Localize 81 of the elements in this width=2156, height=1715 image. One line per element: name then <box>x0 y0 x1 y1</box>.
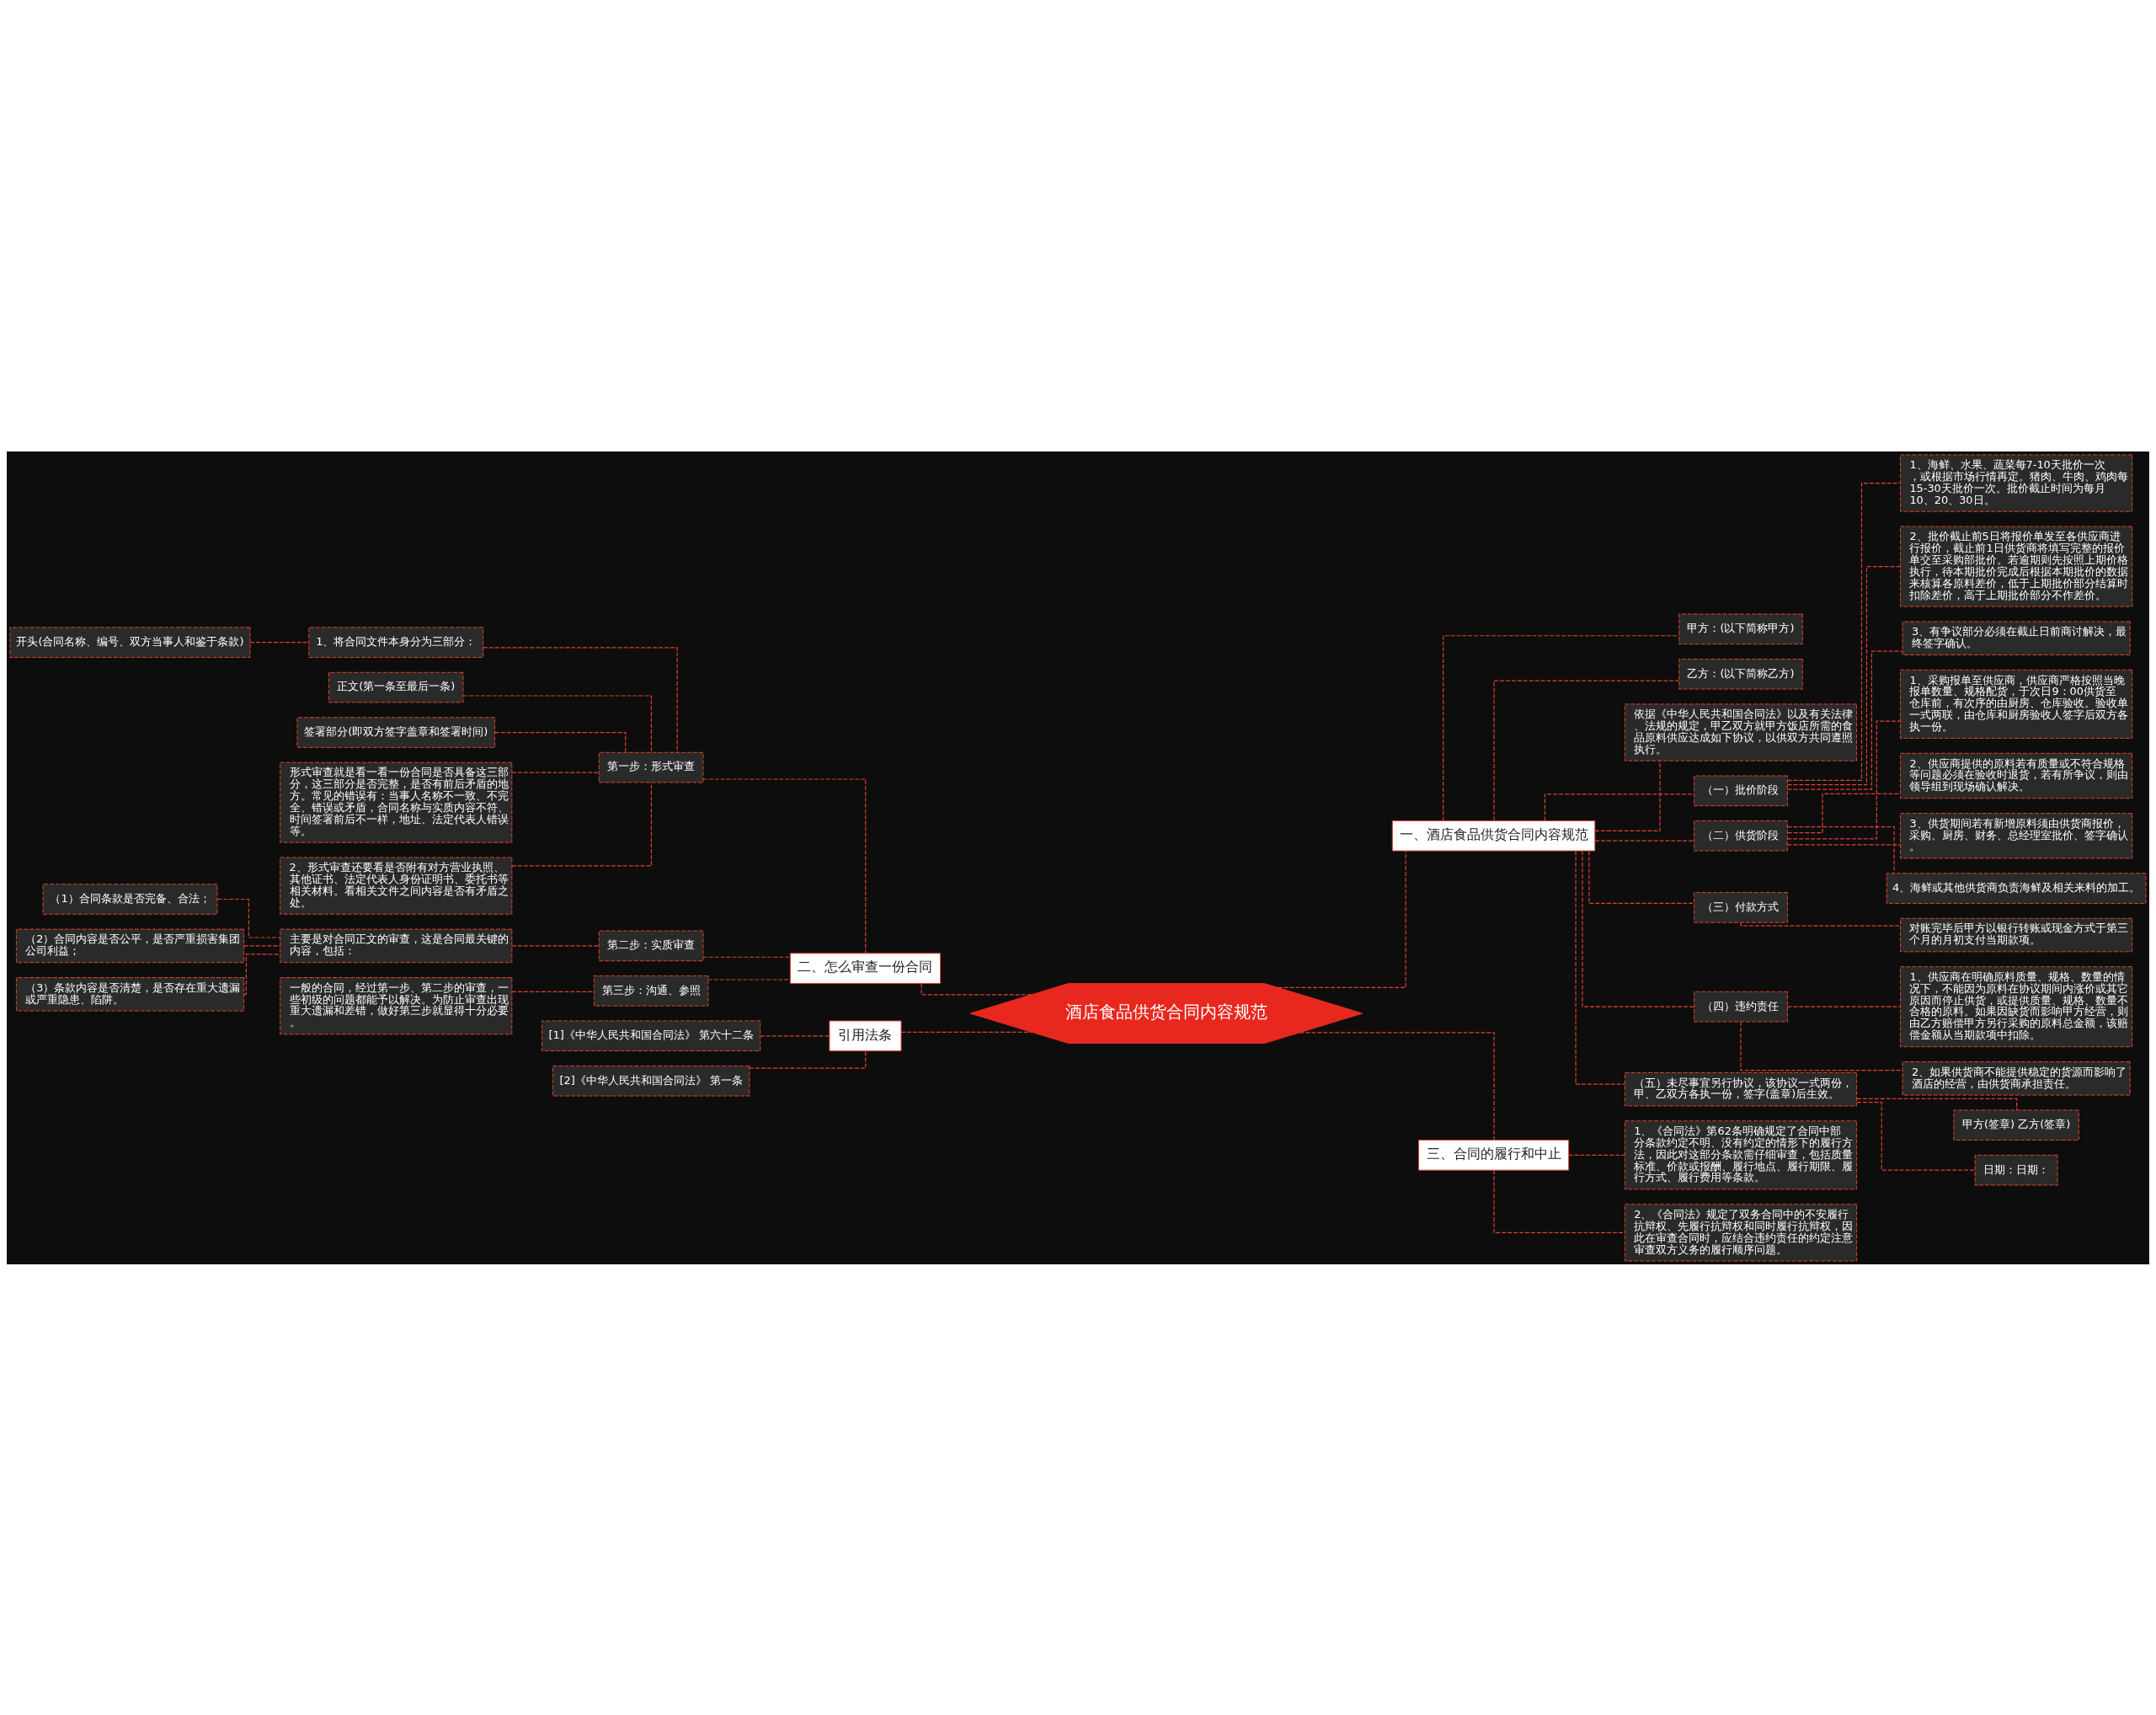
node-box: 1、将合同文件本身分为三部分： <box>308 626 484 658</box>
node-box: （1）合同条款是否完备、合法； <box>42 883 218 915</box>
connector <box>900 1031 1033 1033</box>
connector <box>1588 850 1695 904</box>
connector <box>702 777 867 954</box>
node-box: 2、如果供货商不能提供稳定的货源而影响了酒店的经营，由供货商承担责任。 <box>1902 1061 2131 1096</box>
node-box: 开头(合同名称、编号、双方当事人和鉴于条款) <box>9 626 251 658</box>
node-box: 引用法条 <box>829 1020 902 1051</box>
node-box: （2）合同内容是否公平，是否严重损害集团公司利益； <box>15 928 245 963</box>
connector <box>243 953 280 995</box>
node-box: 2、供应商提供的原料若有质量或不符合规格等问题必须在验收时退货，若有所争议，则由领导组到现场确认解决。 <box>1900 752 2133 799</box>
node-box: 日期：日期： <box>1974 1154 2058 1185</box>
connector <box>494 731 627 753</box>
connector <box>749 1050 867 1069</box>
connector <box>216 898 281 938</box>
connector <box>1299 1031 1495 1141</box>
connector <box>760 1034 830 1036</box>
node-box: （一）批价阶段 <box>1694 775 1788 806</box>
connector <box>1786 482 1901 781</box>
connector <box>483 646 678 753</box>
node-box: 2、批价截止前5日将报价单发至各供应商进行报价，截止前1日供货商将填写完整的报价单交至采购部批价。若逾期则先按照上期价格执行，待本期批价完成后根据本期批价的数据来核算各原料差价，低于上期批价部分结算时扣除差价，高于上期批价部分不作差价。 <box>1900 526 2133 607</box>
connector <box>1856 1101 1976 1171</box>
connector <box>1493 1169 1625 1233</box>
node-box: 3、供货期间若有新增原料须由供货商报价，采购、厨房、财务、总经理室批价、签字确认。 <box>1900 812 2133 858</box>
connector <box>1594 840 1694 841</box>
node-box: 签署部分(即双方签字盖章和签署时间) <box>296 716 496 748</box>
node-box: 主要是对合同正文的审查，这是合同最关键的内容，包括： <box>280 928 513 963</box>
node-box: 二、怎么审查一份合同 <box>789 952 942 984</box>
node-box: 1、《合同法》第62条明确规定了合同中部分条款约定不明、没有约定的情形下的履行方法，因此对这部分条款需仔细审查，包括质量标准、价款或报酬、履行地点、履行期限、履行方式、履行费用等条款。 <box>1624 1119 1858 1189</box>
node-box: 第一步：形式审查 <box>598 751 704 783</box>
node-box: 2、《合同法》规定了双务合同中的不安履行抗辩权、先履行抗辩权和同时履行抗辩权，因此在审查合同时，应结合违约责任的约定注意审查双方义务的履行顺序问题。 <box>1624 1203 1858 1262</box>
node-box: 1、采购报单至供应商，供应商严格按照当晚报单数量、规格配货，于次日9：00供货至仓库前，有次序的由厨房、仓库验收。验收单一式两联，由仓库和厨房验收人签字后双方各执一份。 <box>1900 669 2133 739</box>
node-box: （三）付款方式 <box>1694 891 1788 923</box>
node-box: 4、海鲜或其他供货商负责海鲜及相关来料的加工。 <box>1886 872 2147 904</box>
connector <box>1786 1006 1902 1007</box>
connector <box>1786 720 1902 839</box>
node-box: 一般的合同，经过第一步、第二步的审查，一些初级的问题都能予以解决。为防止审查出现重大遗漏和差错，做好第三步就显得十分必要。 <box>280 976 513 1034</box>
node-box: 依据《中华人民共和国合同法》以及有关法律、法规的规定，甲乙双方就甲方饭店所需的食品原料供应达成如下协议，以供双方共同遵照执行。 <box>1624 703 1858 761</box>
connector <box>511 771 600 773</box>
connector <box>511 782 652 866</box>
connector <box>707 978 791 980</box>
connector <box>462 694 652 753</box>
connector <box>511 944 600 946</box>
connector <box>1594 760 1661 831</box>
node-box: 乙方：(以下简称乙方) <box>1678 658 1803 690</box>
connector <box>1787 650 1903 790</box>
node-box: 三、合同的履行和中止 <box>1417 1139 1570 1171</box>
node-box: 第三步：沟通、参照 <box>593 975 709 1007</box>
node-box: 1、供应商在明确原料质量、规格、数量的情况下，不能因为原料在协议期间内涨价或其它原因而停止供货，或提供质量、规格、数量不合格的原料。如果因缺货而影响甲方经营，则由乙方赔偿甲方另行采购的原料总金额，该赔偿金额从当期款项中扣除。 <box>1900 965 2133 1047</box>
node-box: 2、形式审查还要看是否附有对方营业执照、其他证书、法定代表人身份证明书、委托书等相关材料。看相关文件之间内容是否有矛盾之处。 <box>280 857 513 915</box>
node-box: 对账完毕后甲方以银行转账或现金方式于第三个月的月初支付当期款项。 <box>1900 917 2133 952</box>
node-box: 甲方：(以下简称甲方) <box>1678 613 1803 644</box>
connector <box>1575 850 1625 1085</box>
connector <box>1740 922 1901 927</box>
node-box: 形式审查就是看一看一份合同是否具备这三部分，这三部分是否完整，是否有前后矛盾的地方。常见的错误有：当事人名称不一致、不完全、错误或矛盾，合同名称与实质内容不符、时间签署前后不一样，地址、法定代表人错误等。 <box>280 761 513 843</box>
node-box: 1、海鲜、水果、蔬菜每7-10天批价一次，或根据市场行情再定。猪肉、牛肉、鸡肉每15-30天批价一次。批价截止时间为每月10、20、30日。 <box>1900 453 2133 512</box>
node-box: [2]《中华人民共和国合同法》 第一条 <box>552 1065 750 1097</box>
connector <box>511 991 595 992</box>
connector <box>1787 825 1895 874</box>
node-box: （四）违约责任 <box>1694 991 1788 1022</box>
node-box: 3、有争议部分必须在截止日前商讨解决，最终签字确认。 <box>1902 620 2131 655</box>
connector <box>249 641 310 643</box>
node-box: 正文(第一条至最后一条) <box>328 671 464 703</box>
connector <box>1568 1154 1625 1156</box>
node-box: （二）供货阶段 <box>1694 820 1788 852</box>
node-box: [1]《中华人民共和国合同法》 第六十二条 <box>541 1020 761 1051</box>
connector <box>1544 793 1694 821</box>
node-box: 第二步：实质审查 <box>598 930 704 961</box>
connector <box>702 956 791 958</box>
connector <box>1740 1020 1903 1071</box>
connector <box>1443 634 1679 821</box>
connector <box>921 982 1033 995</box>
connector <box>1856 1098 2018 1110</box>
connector <box>1277 850 1406 988</box>
connector <box>1786 843 1902 846</box>
connector <box>1787 793 1901 833</box>
node-box: 甲方(签章) 乙方(签章) <box>1953 1109 2079 1141</box>
node-box: （五）未尽事宜另行协议，该协议一式两份，甲、乙双方各执一份，签字(盖章)后生效。 <box>1624 1071 1858 1106</box>
node-box: 一、酒店食品供货合同内容规范 <box>1391 820 1596 852</box>
connector <box>1582 850 1694 1007</box>
node-box: （3）条款内容是否清楚，是否存在重大遗漏或严重隐患、陷阱。 <box>15 976 245 1012</box>
